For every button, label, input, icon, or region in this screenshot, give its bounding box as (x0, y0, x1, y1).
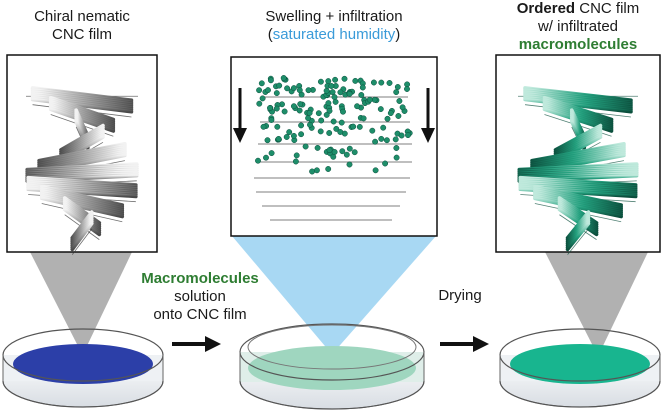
macromolecule-particles (255, 75, 413, 175)
panel-right-line3: macromolecules (518, 36, 638, 53)
petri-dish-swelling (239, 323, 425, 410)
step1-line3: onto CNC film (153, 306, 247, 323)
cone-left (30, 252, 132, 350)
step1-label: Macromolecules solution onto CNC film (120, 270, 280, 324)
panel-right-title: Ordered CNC film w/ infiltrated macromol… (494, 0, 662, 54)
panel-left-line1: Chiral nematic (34, 8, 130, 25)
drying-label: Drying (438, 287, 482, 304)
paren-open: ( (267, 26, 273, 43)
compress-arrow-left (233, 88, 247, 143)
compress-arrow-right (421, 88, 435, 143)
ordered-word: Ordered (516, 0, 576, 17)
panel-right-line1-rest: CNC film (575, 0, 640, 17)
paren-close: ) (395, 26, 401, 43)
panel-left-line2: CNC film (52, 26, 112, 43)
panel-middle-line1: Swelling + infiltration (265, 8, 403, 25)
process-arrow-2 (440, 336, 489, 352)
process-arrow-1 (172, 336, 221, 352)
step2-label: Drying (420, 287, 500, 305)
panel-right-line1: Ordered CNC film (494, 0, 662, 18)
cone-middle (232, 236, 436, 352)
step1-line1: Macromolecules (141, 270, 259, 287)
helicoid-stack-green (516, 77, 640, 255)
cone-right (545, 252, 648, 350)
saturated-humidity-label: saturated humidity (272, 26, 396, 43)
panel-middle-line2: (saturated humidity) (215, 26, 453, 44)
petri-dish-blue (2, 328, 164, 408)
helicoid-stack-gray (24, 77, 140, 255)
panel-left-title: Chiral nematic CNC film (7, 8, 157, 44)
step1-line2: solution (174, 288, 226, 305)
petri-dish-green (499, 328, 661, 408)
panel-right-line2: w/ infiltrated (537, 18, 619, 35)
panel-middle-title: Swelling + infiltration (saturated humid… (215, 8, 453, 44)
